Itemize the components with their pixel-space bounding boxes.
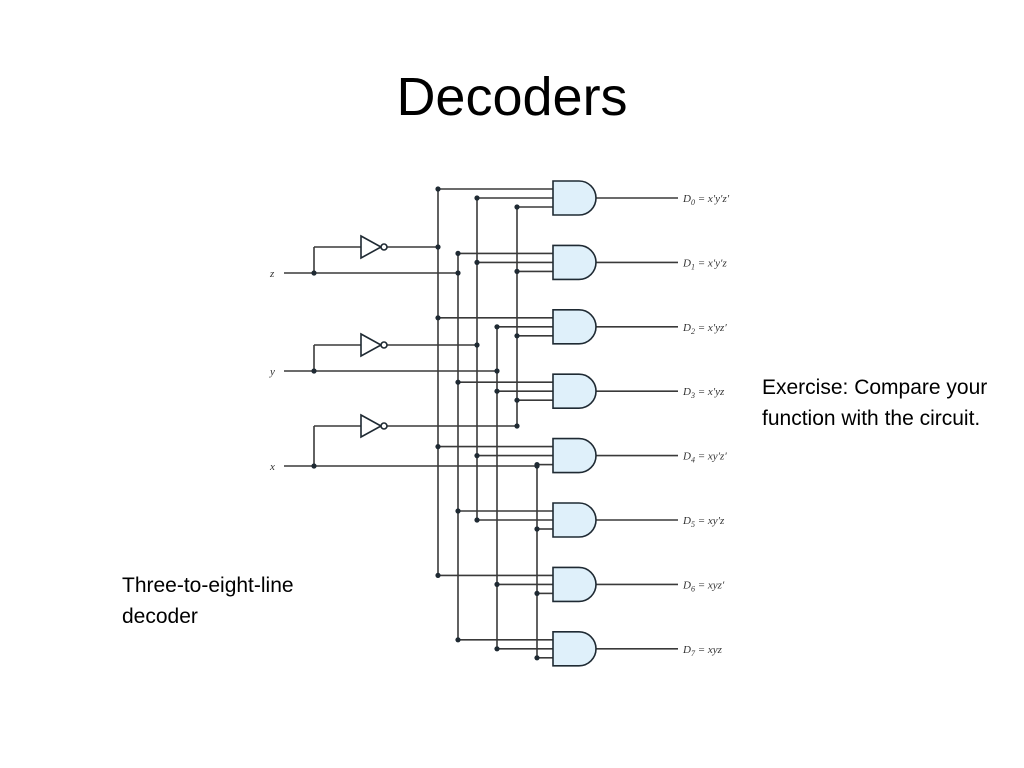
inverter-gate bbox=[360, 234, 383, 260]
and-gate bbox=[552, 244, 597, 281]
junction-dot bbox=[534, 526, 540, 532]
junction-dot bbox=[455, 637, 461, 643]
junction-dot bbox=[474, 517, 480, 523]
junction-dot bbox=[514, 268, 520, 274]
output-label: D6 = xyz′ bbox=[682, 579, 725, 593]
wires-layer bbox=[284, 188, 678, 659]
inverter-gate bbox=[360, 332, 383, 358]
output-label: D5 = xy′z bbox=[682, 515, 725, 529]
junction-dot bbox=[494, 646, 500, 652]
inverter-gate bbox=[360, 413, 383, 439]
and-gate bbox=[552, 631, 597, 667]
junction-dot bbox=[494, 324, 500, 330]
junction-dot bbox=[474, 342, 480, 348]
output-label: D0 = x′y′z′ bbox=[682, 193, 730, 207]
junction-dot bbox=[494, 388, 500, 394]
input-label-z: z bbox=[269, 268, 275, 280]
and-gate bbox=[552, 502, 597, 538]
junction-dot bbox=[455, 250, 461, 256]
junction-dot bbox=[311, 368, 317, 374]
and-gate bbox=[552, 180, 597, 216]
output-label: D7 = xyz bbox=[682, 644, 723, 658]
junction-dot bbox=[514, 204, 520, 210]
junction-dot bbox=[435, 444, 441, 450]
labels-layer: z y x D0 = x′y′z′ D1 = x′y′z D2 = x′yz′ D3 = x… bbox=[269, 193, 730, 658]
junction-dot bbox=[311, 270, 317, 276]
junction-dot bbox=[455, 508, 461, 514]
input-label-y: y bbox=[269, 366, 275, 378]
inverter-bubble bbox=[380, 341, 388, 349]
junction-dot bbox=[534, 590, 540, 597]
and-gate bbox=[552, 309, 597, 345]
inverters-layer bbox=[360, 234, 388, 439]
junction-dot bbox=[455, 270, 461, 276]
inverter-bubble bbox=[380, 243, 388, 251]
junction-dot bbox=[435, 186, 441, 192]
junction-dot bbox=[514, 333, 520, 339]
output-label: D3 = x′yz bbox=[682, 386, 725, 400]
junction-dot bbox=[435, 244, 441, 250]
junction-dot bbox=[494, 368, 500, 374]
output-label: D2 = x′yz′ bbox=[682, 322, 727, 336]
junction-dot bbox=[514, 423, 520, 429]
inverter-bubble bbox=[380, 422, 388, 430]
output-label: D1 = x′y′z bbox=[682, 257, 727, 271]
junction-dot bbox=[435, 315, 441, 321]
junction-dot bbox=[311, 463, 317, 469]
junction-dot bbox=[514, 397, 520, 403]
junction-dot bbox=[474, 453, 480, 459]
slide-title: Decoders bbox=[396, 67, 628, 127]
junction-dot bbox=[534, 655, 540, 661]
junction-dot bbox=[474, 195, 480, 201]
and-gate bbox=[552, 373, 597, 409]
and-gate bbox=[552, 566, 597, 603]
junction-dot bbox=[435, 572, 441, 579]
exercise-note: Exercise: Compare your function with the… bbox=[762, 376, 988, 430]
diagram-caption: Three-to-eight-line decoder bbox=[122, 574, 294, 628]
junction-dots-layer bbox=[311, 186, 540, 661]
output-label: D4 = xy′z′ bbox=[682, 451, 727, 465]
junction-dot bbox=[494, 581, 500, 588]
input-label-x: x bbox=[269, 461, 275, 473]
and-gates-layer bbox=[552, 180, 597, 667]
junction-dot bbox=[474, 259, 480, 265]
and-gate bbox=[552, 437, 597, 474]
junction-dot bbox=[455, 379, 461, 385]
junction-dot bbox=[534, 462, 540, 468]
